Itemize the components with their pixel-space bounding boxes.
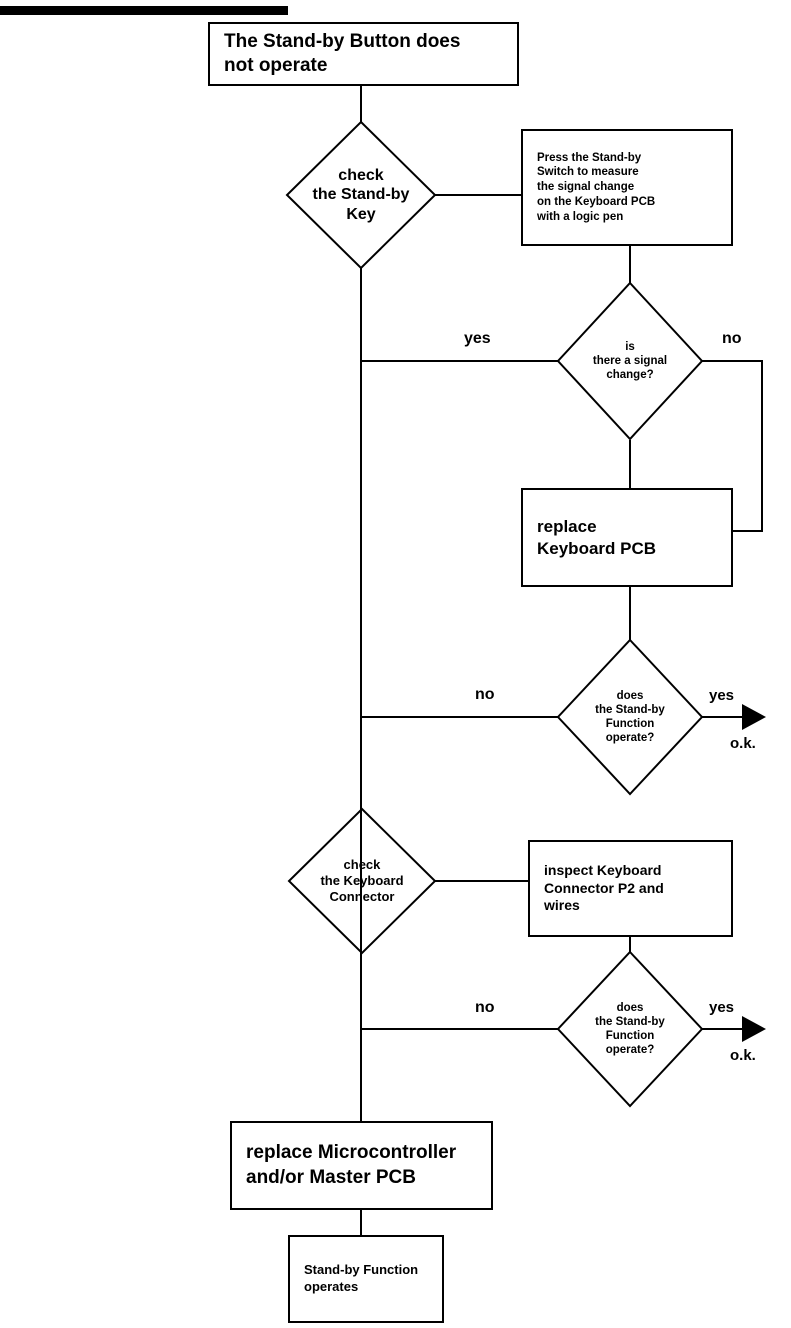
signal-no-right-down-back [702, 360, 763, 532]
edge-label-function1-ok: o.k. [730, 735, 756, 752]
node-replace-microcontroller-label: replace Microcontroller and/or Master PC… [246, 1142, 457, 1188]
edge-label-signal-no: no [722, 330, 742, 347]
node-press-switch-box-label: Press the Stand-by Switch to measure the… [537, 151, 656, 223]
node-inspect-connector-box[interactable]: inspect Keyboard Connector P2 and wires [528, 840, 733, 937]
node-press-switch-box[interactable]: Press the Stand-by Switch to measure the… [521, 129, 733, 246]
func1-ok-arrowhead [742, 704, 766, 730]
edge-label-function1-yes: yes [709, 687, 735, 704]
node-standby-operates-box-label: Stand-by Function operates [304, 1262, 419, 1294]
edge-label-signal-yes: yes [464, 330, 491, 347]
edge-label-function1-no: no [475, 686, 495, 703]
node-replace-microcontroller[interactable]: replace Microcontroller and/or Master PC… [230, 1121, 493, 1210]
node-replace-keyboard-pcb-label: replace Keyboard PCB [537, 516, 657, 558]
node-start-box-label: The Stand-by Button does not operate [224, 30, 461, 76]
top-black-rule [0, 6, 288, 15]
func2-ok-arrowhead [742, 1016, 766, 1042]
edge-label-function2-no: no [475, 999, 495, 1016]
node-replace-keyboard-pcb[interactable]: replace Keyboard PCB [521, 488, 733, 587]
node-standby-operates-box[interactable]: Stand-by Function operates [288, 1235, 444, 1323]
node-inspect-connector-box-label: inspect Keyboard Connector P2 and wires [544, 861, 664, 914]
edge-label-function2-ok: o.k. [730, 1047, 756, 1064]
node-start-box[interactable]: The Stand-by Button does not operate [208, 22, 519, 86]
edge-label-function2-yes: yes [709, 999, 735, 1016]
